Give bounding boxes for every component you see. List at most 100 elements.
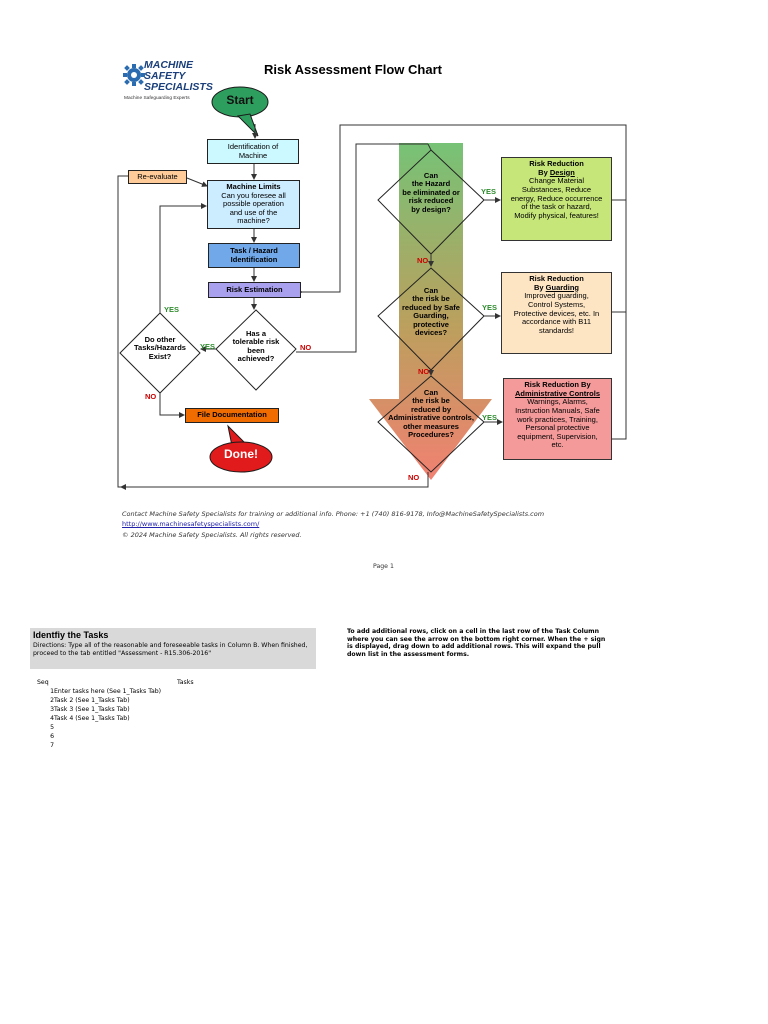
reduction-admin-line4: Personal protective [525, 423, 590, 433]
no-label-design: NO [417, 256, 429, 265]
other-tasks-line2: Tasks/Hazards [134, 343, 186, 353]
tasks-note: To add additional rows, click on a cell … [347, 628, 606, 658]
reduction-design-title: Risk Reduction [529, 159, 584, 168]
start-label: Start [226, 93, 254, 107]
tolerable-line2: tolerable risk [232, 337, 280, 347]
start-bubble [211, 86, 269, 137]
identification-line2: Machine [238, 150, 268, 160]
logo-line3: SPECIALISTS [144, 81, 213, 93]
admin-q-line4: Administrative controls, [388, 413, 474, 423]
col-seq-header: Seq [37, 679, 49, 686]
other-tasks-line1: Do other [144, 335, 176, 344]
machine-limits-line1: Can you foresee all [221, 190, 286, 200]
identification-line1: Identification of [227, 141, 279, 151]
machine-limits-line3: and use of the [229, 207, 278, 217]
file-documentation-label: File Documentation [197, 410, 267, 420]
task-row[interactable]: 1Enter tasks here (See 1_Tasks Tab) [44, 688, 304, 697]
reduction-guarding-line4: accordance with B11 [521, 317, 592, 327]
design-q-line1: Can [423, 171, 439, 180]
logo: MACHINE SAFETY SPECIALISTS Machine Safeg… [122, 58, 213, 104]
tolerable-line1: Has a [245, 329, 266, 338]
reduction-guarding-line3: Protective devices, etc. In [513, 308, 600, 318]
reduction-admin-method: Administrative Controls [514, 388, 600, 398]
gear-icon [123, 64, 145, 86]
identification-box: Identification of Machine [207, 139, 299, 164]
no-label-other-tasks: NO [145, 392, 157, 401]
gradient-arrow [369, 143, 492, 480]
admin-q-line1: Can [423, 388, 439, 397]
task-hazard-line2: Identification [230, 254, 278, 264]
other-tasks-text: Do other Tasks/Hazards Exist? [122, 335, 198, 361]
task-hazard-box: Task / Hazard Identification [208, 243, 300, 268]
reduction-admin-title: Risk Reduction By [524, 380, 591, 389]
task-seq: 4 [50, 715, 54, 722]
reduction-design-line4: of the task or hazard, [521, 202, 592, 212]
admin-diamond [377, 375, 485, 473]
yes-label-guarding: YES [482, 303, 498, 312]
tolerable-diamond [215, 309, 297, 391]
task-row[interactable]: 5 [44, 724, 304, 733]
admin-q-line2: the risk be [412, 396, 450, 406]
task-name: Task 4 (See 1_Tasks Tab) [54, 715, 130, 722]
tolerable-text: Has a tolerable risk been achieved? [221, 329, 291, 364]
tasks-title: Identfiy the Tasks [33, 630, 109, 640]
task-seq: 6 [50, 733, 54, 740]
risk-estimation-box: Risk Estimation [208, 282, 301, 298]
reduction-guarding-method: Guarding [545, 282, 579, 292]
no-label-tolerable: NO [300, 343, 312, 352]
logo-tagline: Machine Safeguarding Experts [124, 96, 190, 101]
task-name: Enter tasks here (See 1_Tasks Tab) [54, 688, 162, 695]
page-number: Page 1 [373, 563, 394, 570]
reduction-guarding-box: Risk Reduction By Guarding Improved guar… [501, 272, 612, 354]
reduction-design-line5: Modify physical, features! [514, 210, 599, 220]
task-row[interactable]: 6 [44, 733, 304, 742]
reduction-design-line3: energy, Reduce occurrence [510, 193, 603, 203]
yes-label-design: YES [481, 187, 497, 196]
website-link[interactable]: http://www.machinesafetyspecialists.com/ [122, 520, 260, 528]
contact-line: Contact Machine Safety Specialists for t… [122, 510, 545, 518]
copyright-line: © 2024 Machine Safety Specialists. All r… [122, 531, 302, 539]
logo-line2: SAFETY [144, 70, 186, 82]
design-q-line5: by design? [411, 204, 451, 214]
task-row[interactable]: 4Task 4 (See 1_Tasks Tab) [44, 715, 304, 724]
done-label: Done! [224, 447, 258, 461]
design-q-line4: risk reduced [408, 196, 454, 206]
tasks-header-panel: Identfiy the Tasks Directions: Type all … [30, 628, 316, 669]
machine-limits-box: Machine Limits Can you foresee all possi… [207, 180, 300, 229]
reevaluate-label: Re-evaluate [137, 171, 178, 181]
reduction-admin-line3: work practices, Training, [517, 414, 598, 424]
task-seq: 5 [50, 724, 54, 731]
tasks-directions: Directions: Type all of the reasonable a… [33, 642, 308, 657]
guarding-q-line3: reduced by Safe [402, 302, 460, 312]
task-row[interactable]: 2Task 2 (See 1_Tasks Tab) [44, 697, 304, 706]
guarding-q-line2: the risk be [412, 294, 450, 304]
guarding-q-line5: protective [413, 319, 449, 329]
yes-label-tolerable: YES [200, 342, 216, 351]
task-seq: 1 [50, 688, 54, 695]
task-row[interactable]: 3Task 3 (See 1_Tasks Tab) [44, 706, 304, 715]
reduction-design-line2: Substances, Reduce [521, 184, 592, 194]
task-seq: 7 [50, 742, 54, 749]
machine-limits-title: Machine Limits [226, 181, 281, 191]
tolerable-line4: achieved? [237, 354, 275, 364]
reduction-guarding-title: Risk Reduction [529, 274, 584, 283]
reduction-design-line1: Change Material [528, 176, 585, 186]
design-q-line3: be eliminated or [402, 187, 460, 197]
reduction-admin-line6: etc. [551, 440, 564, 450]
reduction-design-method: Design [549, 167, 575, 177]
reduction-admin-box: Risk Reduction By Administrative Control… [503, 378, 612, 460]
task-row[interactable]: 7 [44, 742, 304, 751]
reduction-admin-line2: Instruction Manuals, Safe [515, 405, 600, 415]
file-documentation-box: File Documentation [185, 408, 279, 423]
col-tasks-header: Tasks [177, 679, 194, 686]
reduction-admin-line1: Warnings, Alarms, [527, 397, 588, 407]
logo-line1: MACHINE [144, 59, 193, 71]
guarding-question: Can the risk be reduced by Safe Guarding… [391, 286, 471, 337]
no-label-guarding: NO [418, 367, 430, 376]
page-title: Risk Assessment Flow Chart [264, 62, 442, 77]
done-bubble [209, 424, 273, 473]
admin-question: Can the risk be reduced by Administrativ… [381, 388, 481, 439]
design-q-line2: the Hazard [411, 179, 451, 189]
reduction-guarding-line2: Control Systems, [527, 299, 586, 309]
reevaluate-box: Re-evaluate [128, 170, 187, 184]
